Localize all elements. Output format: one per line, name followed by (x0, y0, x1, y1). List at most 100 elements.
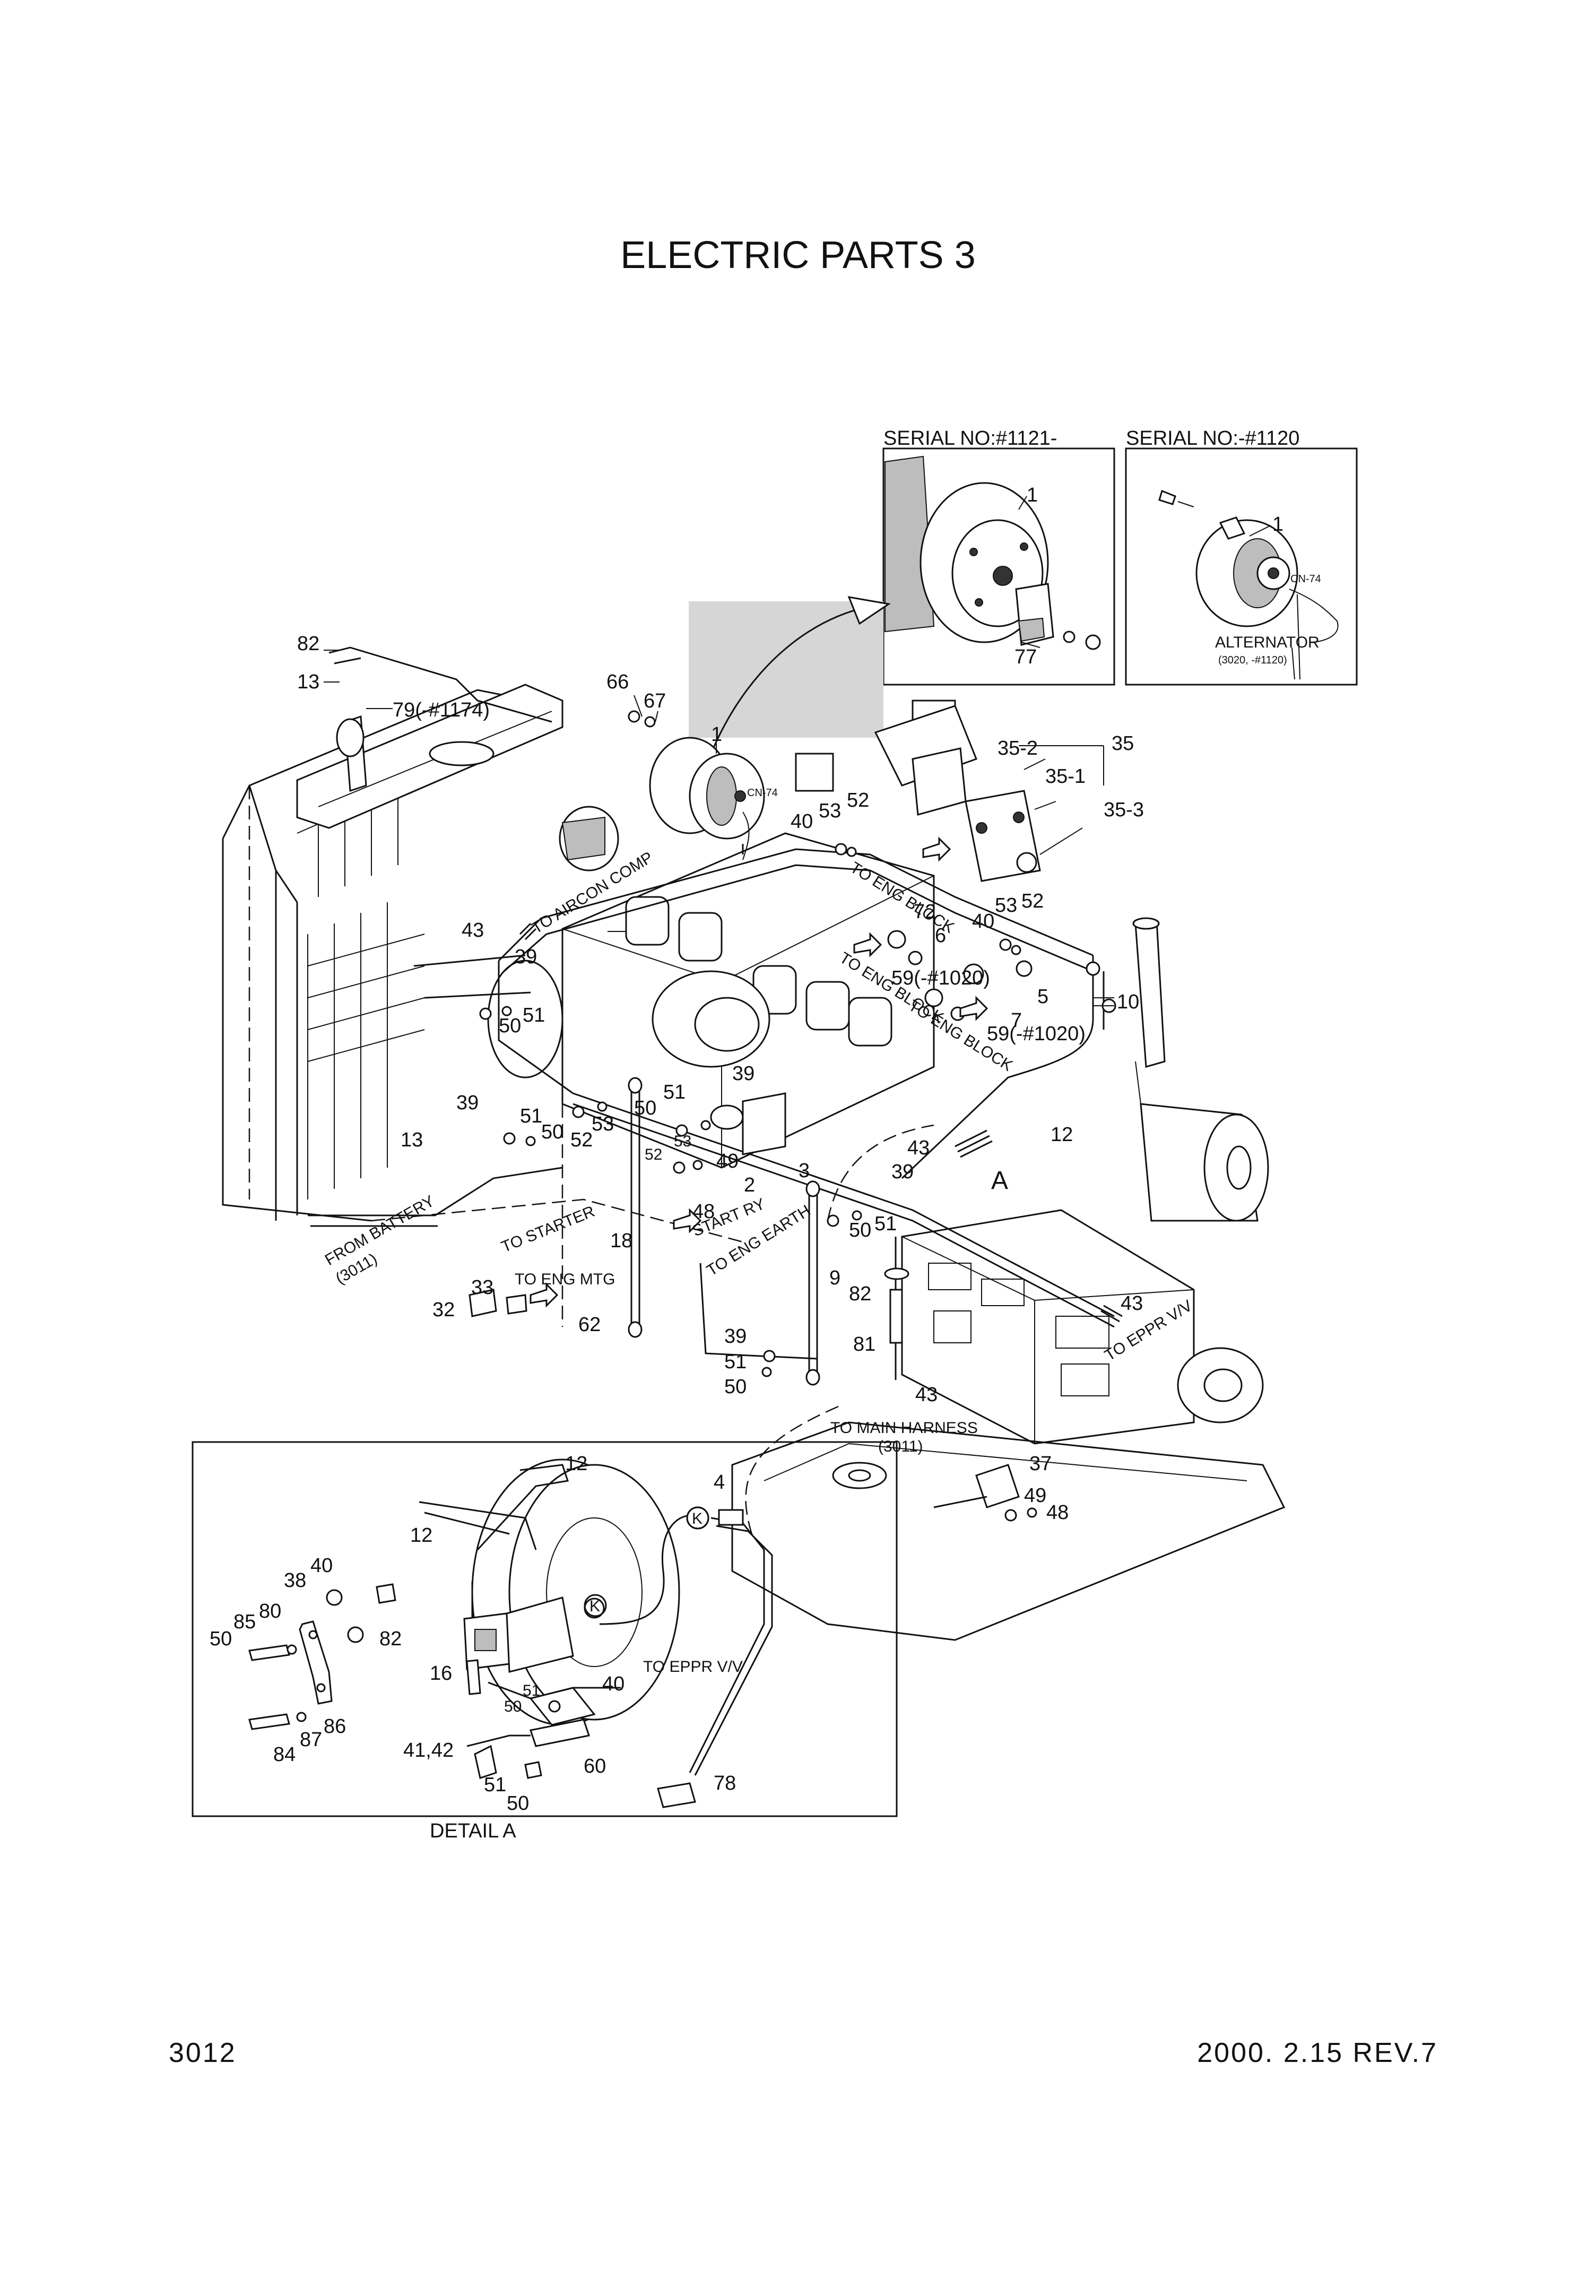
callout-35-1: 35-1 (1045, 765, 1086, 788)
callout-52-a: 52 (847, 789, 869, 812)
callout-40-a: 40 (791, 810, 813, 833)
inset-new-callout-77: 77 (1014, 646, 1037, 668)
callout-39-b: 39 (732, 1063, 754, 1085)
callout-7: 7 (1011, 1009, 1022, 1032)
callout-32: 32 (432, 1299, 455, 1321)
callout-39-e: 39 (724, 1325, 747, 1348)
callout-50-c: 50 (541, 1121, 563, 1143)
detail-callout-16: 16 (430, 1662, 452, 1685)
detail-callout-38: 38 (284, 1569, 306, 1592)
leader-new-1 (1018, 496, 1027, 510)
callout-1-main: 1 (711, 723, 722, 746)
alternator-new-drawing (884, 455, 1101, 650)
callout-40-b: 40 (972, 910, 994, 933)
detail-drawing (248, 1458, 773, 1808)
callout-13-mid: 13 (401, 1129, 423, 1151)
callout-52-d: 52 (645, 1146, 662, 1163)
callout-49-a: 49 (716, 1150, 739, 1172)
note-to-starter: TO STARTER (499, 1203, 597, 1256)
detail-callout-50-a: 50 (210, 1628, 232, 1650)
callout-18: 18 (610, 1230, 632, 1252)
callout-5: 5 (1037, 986, 1048, 1008)
callout-51-e: 51 (724, 1351, 747, 1373)
k-marker-2-circle (584, 1594, 607, 1617)
detail-callout-40-b: 40 (602, 1673, 624, 1695)
callout-39-a: 39 (515, 946, 537, 968)
callout-51-c: 51 (520, 1105, 542, 1127)
inset-old-alt-range: (3020, -#1120) (1218, 654, 1287, 666)
callout-59-b: 59(-#1020) (987, 1023, 1086, 1045)
inset-new-frame (882, 447, 1115, 686)
inset-old-frame (1125, 447, 1358, 686)
callout-53-b: 53 (995, 894, 1017, 917)
callout-49-b: 49 (1024, 1484, 1046, 1507)
callout-48-b: 48 (1046, 1501, 1069, 1524)
leader-old-1 (1249, 525, 1271, 537)
callout-13-top: 13 (297, 671, 319, 693)
callout-53-a: 53 (819, 800, 841, 822)
note-to-main-harness: TO MAIN HARNESS (830, 1419, 978, 1437)
callout-50-e: 50 (724, 1376, 747, 1398)
revision-date: 2000. 2.15 REV.7 (1197, 2038, 1438, 2068)
detail-caption: DETAIL A (430, 1820, 516, 1842)
callout-12-a: 12 (1051, 1124, 1073, 1146)
connector-cn74: CN-74 (747, 787, 778, 799)
callout-50-b: 50 (634, 1097, 656, 1119)
callout-10: 10 (1117, 991, 1139, 1013)
callout-39-d: 39 (891, 1161, 914, 1183)
detail-callout-82: 82 (379, 1628, 402, 1650)
detail-callout-4: 4 (714, 1471, 725, 1494)
callout-arrowhead (847, 596, 891, 625)
inset-new-callout-1: 1 (1027, 484, 1038, 506)
detail-callout-78: 78 (714, 1772, 736, 1794)
callout-81: 81 (853, 1333, 875, 1356)
note-from-battery: FROM BATTERY (322, 1192, 438, 1269)
detail-callout-to-eppr: TO EPPR V/V (643, 1658, 743, 1676)
callout-3: 3 (799, 1160, 810, 1182)
detail-callout-40-a: 40 (310, 1555, 333, 1577)
callout-62: 62 (578, 1314, 601, 1336)
detail-callout-86: 86 (324, 1715, 346, 1738)
inset-old-alt-name: ALTERNATOR (1215, 634, 1320, 651)
callout-79: 79(-#1174) (393, 699, 490, 721)
callout-33: 33 (471, 1276, 493, 1299)
leader-new-77 (1021, 642, 1040, 648)
callout-51-a: 51 (523, 1004, 545, 1026)
callout-6: 6 (935, 925, 946, 947)
inset-old-header: SERIAL NO:-#1120 (1126, 427, 1299, 450)
inset-serial-old: SERIAL NO:-#1120 1 CN-74 ALTERNATOR (302… (1125, 427, 1358, 686)
callout-72: 72 (914, 901, 936, 923)
detail-callout-12-a: 12 (565, 1453, 587, 1475)
callout-2: 2 (744, 1174, 755, 1196)
detail-callout-41-42: 41,42 (403, 1739, 454, 1762)
detail-callout-87: 87 (300, 1729, 322, 1751)
callout-35-2: 35-2 (998, 737, 1038, 759)
detail-callout-85: 85 (233, 1611, 256, 1633)
detail-callout-12-b: 12 (410, 1524, 432, 1547)
detail-callout-60: 60 (584, 1755, 606, 1777)
callout-35-3: 35-3 (1104, 799, 1144, 821)
callout-35: 35 (1112, 732, 1134, 755)
callout-37: 37 (1029, 1453, 1052, 1475)
inset-old-callout-1: 1 (1272, 513, 1283, 536)
main-callouts: 82 13 79(-#1174) 66 67 1 CN-74 35 35-2 3… (297, 633, 1144, 1524)
callout-48-a: 48 (692, 1201, 715, 1223)
callout-82-mid: 82 (849, 1283, 871, 1305)
detail-a: DETAIL A (192, 1441, 898, 1842)
callout-82-top: 82 (297, 633, 319, 655)
page-number: 3012 (169, 2038, 237, 2068)
callout-43-c: 43 (1121, 1292, 1143, 1315)
note-to-eng-mtg: TO ENG MTG (515, 1271, 615, 1288)
k-marker-2: K (589, 1598, 600, 1615)
k-marker-1: K (692, 1510, 702, 1527)
callout-43-a: 43 (462, 919, 484, 942)
detail-callout-51-a: 51 (523, 1682, 540, 1699)
callout-50-d: 50 (849, 1219, 871, 1241)
callout-51-d: 51 (874, 1213, 897, 1235)
detail-callout-50-c: 50 (507, 1792, 529, 1815)
highlight-box (689, 601, 883, 738)
callout-51-b: 51 (663, 1081, 686, 1103)
callout-66: 66 (606, 671, 629, 693)
callout-50-a: 50 (499, 1015, 521, 1037)
